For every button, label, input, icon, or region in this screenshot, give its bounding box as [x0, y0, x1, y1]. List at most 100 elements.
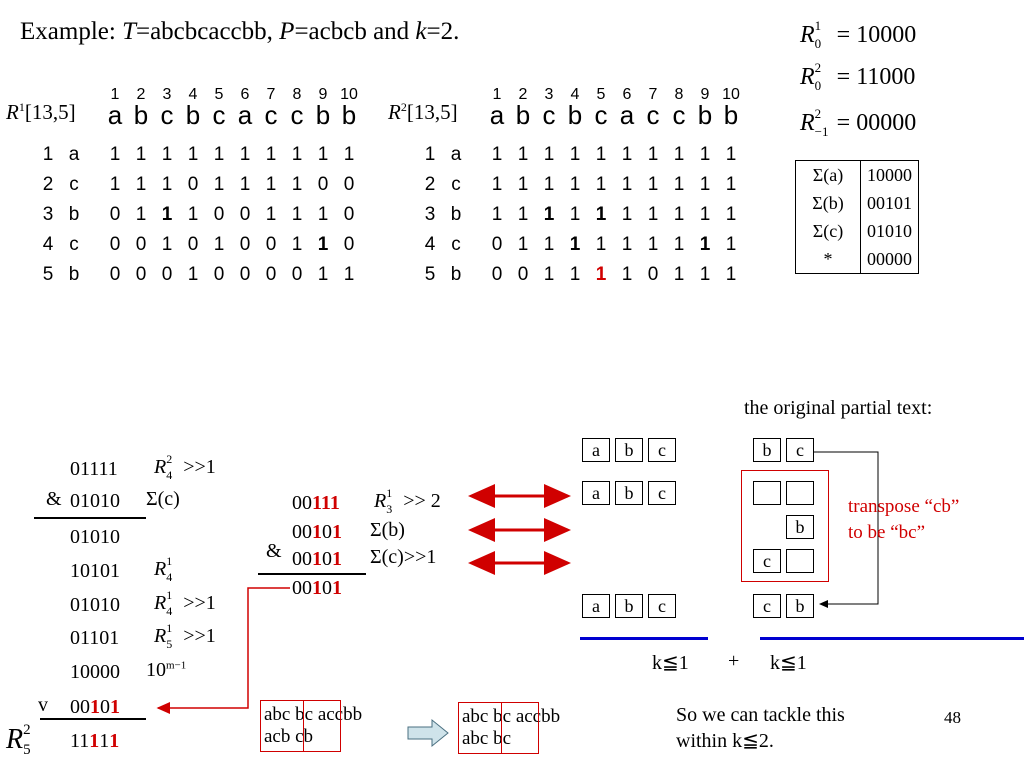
matrix-cell: 1	[725, 174, 737, 195]
matrix-cell: 1	[673, 174, 685, 195]
matrix-cell: 1	[213, 144, 225, 165]
row-note: Σ(c)>>1	[370, 546, 436, 568]
column-number: 8	[292, 86, 302, 103]
pattern-char: c	[451, 234, 461, 255]
bit: 0	[302, 548, 312, 570]
calc-row: 11111	[70, 730, 119, 753]
bit: 1	[89, 627, 100, 649]
calc-note: Σ(c)>>1	[370, 546, 436, 569]
text-char: a	[619, 100, 635, 130]
calc-row: 00101	[292, 577, 342, 600]
matrix-cell: 1	[621, 204, 633, 225]
char-box: c	[753, 594, 781, 618]
note-text: 10	[146, 659, 166, 681]
column-number: 2	[136, 86, 146, 103]
bit-string: 00101	[292, 521, 342, 543]
bit-string: 01101	[70, 627, 119, 649]
bit: 1	[110, 560, 120, 582]
matrix-cell: 1	[699, 234, 711, 255]
matrix-cell: 1	[647, 144, 659, 165]
matrix-cell: 1	[621, 144, 633, 165]
char-box-empty	[753, 481, 781, 505]
matrix-cell: 1	[543, 264, 555, 285]
bit: 1	[332, 577, 342, 599]
bit: 1	[90, 560, 100, 582]
matrix-cell: 1	[569, 174, 581, 195]
r-value-text: = 00000	[836, 110, 917, 136]
superscript: 2	[166, 452, 173, 466]
pattern-char: b	[68, 204, 80, 225]
calc-row: 10000	[70, 661, 120, 684]
column-number: 10	[722, 86, 740, 103]
plus-sign: +	[728, 650, 740, 672]
matrix-cell: 1	[595, 264, 607, 285]
matrix-cell: 1	[187, 144, 199, 165]
char-box: b	[786, 594, 814, 618]
text-char: b	[515, 100, 531, 130]
matrix-cell: 1	[517, 174, 529, 195]
sigma-value: 01010	[860, 217, 919, 245]
bit: 1	[79, 730, 90, 752]
column-number: 9	[700, 86, 710, 103]
bit: 1	[89, 730, 100, 752]
note-op: >>1	[178, 625, 216, 647]
bit: 1	[312, 492, 321, 514]
matrix-label: R1[13,5]	[6, 100, 76, 125]
bit: 0	[70, 696, 80, 718]
calc-row: 00101	[70, 696, 120, 719]
superscript: 1	[166, 621, 173, 635]
matrix-cell: 1	[239, 144, 251, 165]
row-note: Σ(b)	[370, 519, 405, 541]
bit: 1	[100, 594, 110, 616]
text-char: c	[290, 100, 304, 130]
row-note: 10m−1	[146, 659, 186, 681]
matrix-cell: 1	[161, 174, 173, 195]
bit: 1	[110, 696, 120, 718]
row-note: Σ(c)	[146, 488, 180, 510]
subscript: 4	[166, 604, 173, 618]
column-number: 8	[674, 86, 684, 103]
transpose-bracket-arrow	[813, 451, 879, 608]
matrix-cell: 1	[725, 264, 737, 285]
bit: 0	[302, 521, 312, 543]
sigma-row: Σ(a)10000	[795, 160, 919, 189]
text-char: c	[264, 100, 278, 130]
text-char: b	[723, 100, 739, 130]
sigma-key: Σ(a)	[795, 160, 861, 189]
matrix-cell: 1	[135, 144, 147, 165]
text-char: b	[567, 100, 583, 130]
calc-row: 01111	[70, 458, 118, 481]
row-number: 1	[424, 144, 436, 165]
text-char: c	[672, 100, 686, 130]
bit: 0	[80, 560, 90, 582]
bit: 0	[90, 490, 100, 512]
column-number: 5	[214, 86, 224, 103]
bit: 0	[99, 627, 110, 649]
matrix-cell: 1	[291, 144, 303, 165]
subscript: 0	[814, 78, 822, 93]
superscript: 1	[166, 554, 173, 568]
column-number: 10	[340, 86, 358, 103]
r-symbol: R	[154, 625, 167, 647]
column-number: 9	[318, 86, 328, 103]
matrix-cell: 1	[317, 204, 329, 225]
bit: 1	[80, 526, 90, 548]
divider-line	[258, 573, 366, 575]
matrix-cell: 1	[213, 234, 225, 255]
matrix-cell: 0	[187, 174, 199, 195]
bit: 1	[89, 458, 99, 480]
matrix-cell: 0	[213, 264, 225, 285]
superscript: 1	[386, 486, 393, 500]
pattern-char: a	[450, 144, 462, 165]
text-char: c	[212, 100, 226, 130]
char-box: b	[615, 481, 643, 505]
matrix-cell: 0	[109, 204, 121, 225]
sigma-value: 10000	[860, 160, 919, 189]
